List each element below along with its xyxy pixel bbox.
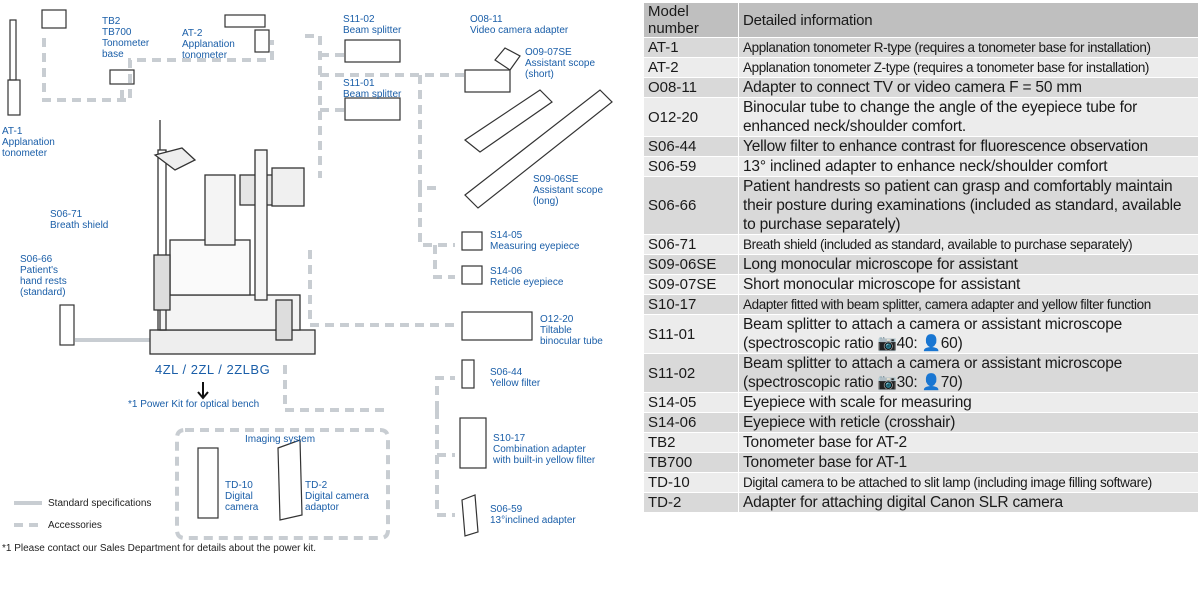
header-model-number: Model number [643, 2, 739, 38]
cell-info: Patient handrests so patient can grasp a… [738, 176, 1199, 235]
cell-model: TB2 [643, 432, 739, 453]
header-detailed-information: Detailed information [738, 2, 1199, 38]
label-o0811: O08-11 Video camera adapter [470, 14, 569, 36]
label-s0671: S06-71 Breath shield [50, 209, 109, 231]
cell-model: S14-06 [643, 412, 739, 433]
cell-model: S10-17 [643, 294, 739, 315]
label-s1405: S14-05 Measuring eyepiece [490, 230, 580, 252]
imaging-system-title: Imaging system [245, 434, 316, 445]
cell-info: Eyepiece with reticle (crosshair) [738, 412, 1199, 433]
cell-info: Applanation tonometer R-type (requires a… [738, 37, 1199, 58]
footnote: *1 Please contact our Sales Department f… [2, 543, 317, 554]
cell-info: Eyepiece with scale for measuring [738, 392, 1199, 413]
cell-info: Beam splitter to attach a camera or assi… [738, 353, 1199, 393]
diagram-artwork [7, 9, 613, 540]
label-at1: AT-1 Applanation tonometer [2, 126, 55, 159]
cell-info: Adapter for attaching digital Canon SLR … [738, 492, 1199, 513]
cell-model: S06-71 [643, 234, 739, 255]
label-td10: TD-10 Digital camera [225, 480, 259, 513]
cell-info: Adapter fitted with beam splitter, camer… [738, 294, 1199, 315]
label-s1406: S14-06 Reticle eyepiece [490, 266, 564, 288]
accessory-diagram: AT-1 Applanation tonometer TB2 TB700 Ton… [2, 9, 613, 554]
accessory-connector-lines [14, 34, 470, 540]
cell-info: Adapter to connect TV or video camera F … [738, 77, 1199, 98]
cell-model: S06-44 [643, 136, 739, 157]
cell-info: Binocular tube to change the angle of th… [738, 97, 1199, 137]
label-at2: AT-2 Applanation tonometer [182, 28, 235, 61]
down-arrow-icon [197, 382, 209, 400]
cell-info: Breath shield (included as standard, ava… [738, 234, 1199, 255]
standard-connector-lines [14, 338, 150, 505]
cell-model: O08-11 [643, 77, 739, 98]
label-s0659: S06-59 13°inclined adapter [490, 504, 576, 526]
cell-model: S09-07SE [643, 274, 739, 295]
cell-info: Yellow filter to enhance contrast for fl… [738, 136, 1199, 157]
label-s0907: O09-07SE Assistant scope (short) [525, 47, 596, 80]
cell-model: S06-59 [643, 156, 739, 177]
cell-model: O12-20 [643, 97, 739, 137]
cell-model: AT-2 [643, 57, 739, 78]
cell-model: TB700 [643, 452, 739, 473]
cell-info: Beam splitter to attach a camera or assi… [738, 314, 1199, 354]
power-note: *1 Power Kit for optical bench [128, 399, 260, 410]
cell-model: S11-01 [643, 314, 739, 354]
cell-model: S06-66 [643, 176, 739, 235]
cell-info: Applanation tonometer Z-type (requires a… [738, 57, 1199, 78]
model-title: 4ZL / 2ZL / 2ZLBG [155, 362, 271, 377]
cell-model: S14-05 [643, 392, 739, 413]
cell-info: Long monocular microscope for assistant [738, 254, 1199, 275]
cell-info: Digital camera to be attached to slit la… [738, 472, 1199, 493]
cell-info: Short monocular microscope for assistant [738, 274, 1199, 295]
cell-model: S09-06SE [643, 254, 739, 275]
label-s1101: S11-01 Beam splitter [343, 78, 402, 100]
accessory-part-drawings [7, 9, 613, 537]
cell-model: TD-10 [643, 472, 739, 493]
cell-info: 13° inclined adapter to enhance neck/sho… [738, 156, 1199, 177]
label-o1220: O12-20 Tiltable binocular tube [540, 314, 603, 347]
legend-standard: Standard specifications [48, 498, 152, 509]
label-s0666: S06-66 Patient's hand rests (standard) [20, 254, 67, 298]
cell-model: TD-2 [643, 492, 739, 513]
legend-accessories: Accessories [48, 520, 102, 531]
label-s1017: S10-17 Combination adapter with built-in… [493, 433, 596, 466]
slit-lamp-drawing [149, 120, 316, 355]
cell-info: Tonometer base for AT-2 [738, 432, 1199, 453]
cell-info: Tonometer base for AT-1 [738, 452, 1199, 473]
cell-model: S11-02 [643, 353, 739, 393]
label-td2: TD-2 Digital camera adaptor [305, 480, 369, 513]
cell-model: AT-1 [643, 37, 739, 58]
label-s0906: S09-06SE Assistant scope (long) [533, 174, 604, 207]
label-s0644: S06-44 Yellow filter [490, 367, 541, 389]
label-s1102: S11-02 Beam splitter [343, 14, 402, 36]
label-tb2: TB2 TB700 Tonometer base [102, 16, 150, 60]
table-header-row: Model number Detailed information [643, 2, 1199, 38]
